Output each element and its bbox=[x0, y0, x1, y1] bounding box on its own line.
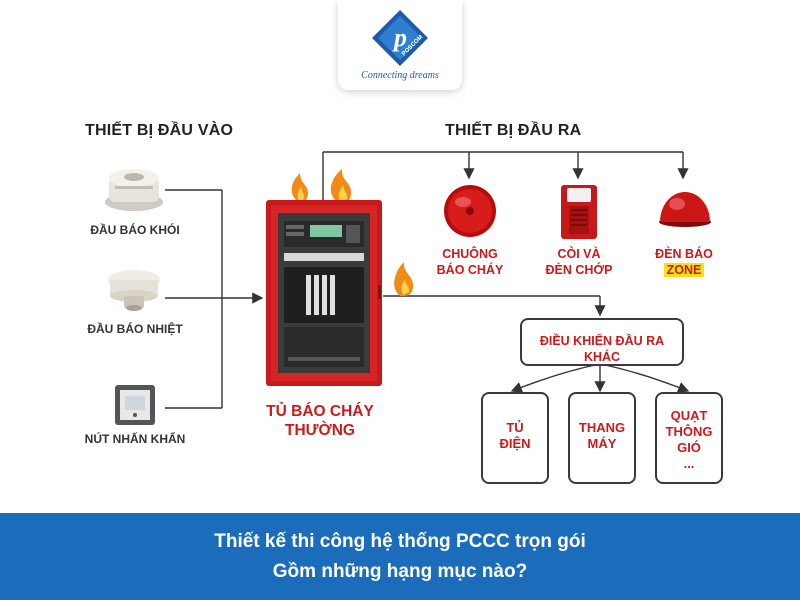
svg-text:p: p bbox=[392, 23, 407, 52]
elevator-box: THANG MÁY bbox=[568, 392, 636, 484]
zone-lamp-label-line1: ĐÈN BÁO bbox=[655, 247, 713, 261]
manual-call-point-icon bbox=[115, 385, 155, 425]
input-devices-title: THIẾT BỊ ĐẦU VÀO bbox=[85, 122, 234, 139]
poscom-logo-icon: p POSCOM bbox=[372, 10, 428, 66]
banner-title-line2: Gồm những hạng mục nào? bbox=[272, 561, 528, 582]
panel-label-line2: THƯỜNG bbox=[285, 422, 355, 439]
zone-badge: ZONE bbox=[663, 263, 705, 277]
ventilation-fan-line4: ... bbox=[683, 456, 695, 471]
zone-lamp-icon bbox=[659, 192, 711, 227]
ventilation-fan-line2: THÔNG bbox=[665, 424, 713, 439]
elevator-line2: MÁY bbox=[587, 436, 617, 451]
electrical-cabinet-line1: TỦ bbox=[506, 420, 524, 435]
horn-strobe-icon bbox=[561, 185, 597, 239]
horn-strobe-label: CÒI VÀ ĐÈN CHỚP bbox=[529, 246, 629, 278]
zone-lamp-label: ĐÈN BÁO ZONE bbox=[634, 246, 734, 278]
ventilation-fan-label: QUẠT THÔNG GIÓ ... bbox=[657, 408, 721, 472]
fire-bell-icon bbox=[444, 185, 496, 237]
electrical-cabinet-label: TỦ ĐIỆN bbox=[483, 420, 547, 452]
ventilation-fan-line1: QUẠT bbox=[670, 408, 708, 423]
flame-icon bbox=[291, 169, 352, 203]
ventilation-fan-line3: GIÓ bbox=[677, 440, 701, 455]
fire-bell-label: CHUÔNG BÁO CHÁY bbox=[420, 246, 520, 278]
panel-label: TỦ BÁO CHÁY THƯỜNG bbox=[240, 402, 400, 440]
electrical-cabinet-box: TỦ ĐIỆN bbox=[481, 392, 549, 484]
connector-lines bbox=[165, 151, 690, 409]
panel-label-line1: TỦ BÁO CHÁY bbox=[266, 403, 374, 420]
horn-strobe-label-line1: CÒI VÀ bbox=[557, 247, 601, 261]
ventilation-fan-box: QUẠT THÔNG GIÓ ... bbox=[655, 392, 723, 484]
logo-card: p POSCOM Connecting dreams bbox=[338, 0, 462, 90]
fire-alarm-panel-icon bbox=[266, 169, 382, 386]
elevator-label: THANG MÁY bbox=[570, 420, 634, 452]
bottom-banner bbox=[0, 513, 800, 600]
heat-detector-icon bbox=[108, 270, 160, 311]
logo-tagline: Connecting dreams bbox=[361, 70, 439, 81]
other-output-control-box: ĐIỀU KHIỂN ĐẦU RA KHÁC bbox=[520, 318, 684, 366]
output-devices-title: THIẾT BỊ ĐẦU RA bbox=[445, 122, 582, 139]
banner-title-line1: Thiết kế thi công hệ thống PCCC trọn gói bbox=[214, 531, 586, 552]
manual-call-point-label: NÚT NHẤN KHẨN bbox=[84, 432, 186, 446]
horn-strobe-label-line2: ĐÈN CHỚP bbox=[545, 263, 613, 277]
fire-bell-label-line2: BÁO CHÁY bbox=[436, 263, 504, 277]
smoke-detector-label: ĐẦU BÁO KHÓI bbox=[90, 223, 180, 237]
elevator-line1: THANG bbox=[578, 420, 626, 435]
heat-detector-label: ĐẦU BÁO NHIỆT bbox=[87, 322, 183, 336]
fire-bell-label-line1: CHUÔNG bbox=[442, 247, 498, 261]
smoke-detector-icon bbox=[105, 169, 163, 211]
other-output-control-label: ĐIỀU KHIỂN ĐẦU RA KHÁC bbox=[539, 334, 665, 364]
electrical-cabinet-line2: ĐIỆN bbox=[499, 436, 531, 451]
flame-icon bbox=[394, 262, 414, 296]
